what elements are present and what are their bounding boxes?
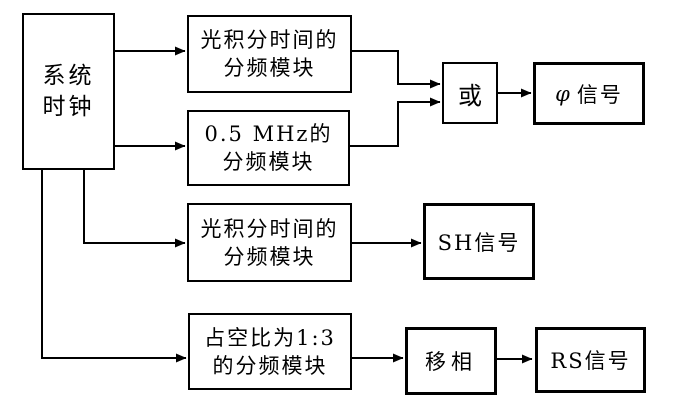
node-phi-signal-label: 信号 bbox=[576, 82, 623, 107]
wire-clock-to-duty-ratio-divider bbox=[41, 169, 187, 363]
node-integration-divider-mid-label-line1: 光积分时间的 bbox=[200, 216, 339, 241]
node-system-clock: 系统 时钟 bbox=[22, 13, 115, 170]
node-phase-shift: 移相 bbox=[405, 327, 497, 395]
node-duty-ratio-divider-label-line2: 的分频模块 bbox=[212, 353, 328, 378]
node-duty-ratio-divider-label-line1: 占空比为1:3 bbox=[204, 325, 336, 350]
node-integration-divider-top-label-line1: 光积分时间的 bbox=[200, 28, 339, 52]
node-or-gate-label: 或 bbox=[458, 81, 482, 110]
node-rs-signal-label: RS信号 bbox=[550, 349, 631, 373]
node-rs-signal: RS信号 bbox=[535, 327, 646, 393]
node-sh-signal: SH信号 bbox=[423, 203, 535, 280]
wire-05mhz-divider-to-or bbox=[350, 97, 441, 147]
node-integration-divider-top-label-line2: 分频模块 bbox=[223, 56, 316, 80]
node-phi-signal-phi-symbol: φ bbox=[555, 81, 572, 106]
node-sh-signal-label: SH信号 bbox=[437, 230, 521, 255]
node-duty-ratio-divider: 占空比为1:3 的分频模块 bbox=[188, 313, 352, 390]
node-phase-shift-label: 移相 bbox=[425, 350, 477, 374]
node-integration-divider-mid: 光积分时间的 分频模块 bbox=[187, 203, 352, 282]
node-integration-divider-top: 光积分时间的 分频模块 bbox=[187, 15, 352, 93]
node-system-clock-label-line2: 时钟 bbox=[42, 93, 95, 120]
node-05mhz-divider: 0.5 MHz的 分频模块 bbox=[187, 110, 350, 186]
wire-clock-to-integration-divider-mid bbox=[83, 169, 186, 248]
node-system-clock-label-line1: 系统 bbox=[42, 62, 95, 89]
node-integration-divider-mid-label-line2: 分频模块 bbox=[223, 244, 316, 269]
wire-integration-divider-top-to-or bbox=[352, 50, 441, 89]
node-05mhz-divider-label-line2: 分频模块 bbox=[222, 150, 315, 174]
node-05mhz-divider-label-line1: 0.5 MHz的 bbox=[204, 122, 333, 146]
node-or-gate: 或 bbox=[442, 62, 498, 124]
